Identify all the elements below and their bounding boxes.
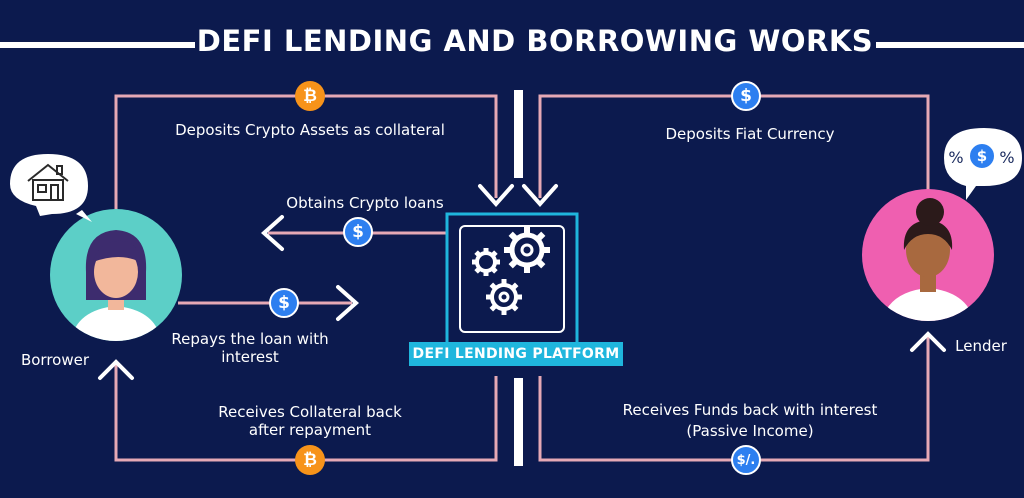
percent-icon-left: % xyxy=(948,148,964,167)
label-collateral-back-line2: after repayment xyxy=(248,421,372,439)
diagram-title: DEFI LENDING AND BORROWING WORKS xyxy=(196,24,874,58)
house-speech-bubble xyxy=(10,154,92,222)
label-obtain-loans: Obtains Crypto loans xyxy=(286,194,444,212)
label-funds-back-line1: Receives Funds back with interest xyxy=(622,401,878,419)
divider-bottom xyxy=(514,378,523,466)
dollar-coin-icon-repay: $ xyxy=(269,288,299,318)
lender-label: Lender xyxy=(955,337,1007,355)
platform-label: DEFI LENDING PLATFORM xyxy=(409,342,623,366)
arrow-up-borrower xyxy=(98,359,134,380)
label-repay-line2: interest xyxy=(221,348,279,366)
label-deposit-fiat: Deposits Fiat Currency xyxy=(665,125,835,143)
dollar-percent-coin-icon: $/. xyxy=(731,445,761,475)
bitcoin-icon-bottom: ₿ xyxy=(295,445,325,475)
percent-icon-right: % xyxy=(999,148,1015,167)
dollar-coin-icon-loans: $ xyxy=(343,217,373,247)
arrow-left-loans xyxy=(260,215,284,251)
label-funds-back-line2: (Passive Income) xyxy=(686,422,814,440)
gear-icon-large xyxy=(504,227,550,273)
arrow-up-lender xyxy=(910,331,946,352)
house-icon xyxy=(27,163,69,201)
label-collateral-back-line1: Receives Collateral back xyxy=(218,403,402,421)
lender-avatar xyxy=(862,189,994,321)
divider-top xyxy=(514,90,523,178)
title-rule-right xyxy=(876,42,1024,48)
dollar-coin-icon-fiat: $ xyxy=(731,81,761,111)
title-rule-left xyxy=(0,42,195,48)
dollar-coin-icon-bubble: $ xyxy=(968,142,996,170)
borrower-avatar xyxy=(50,209,182,341)
label-repay-line1: Repays the loan with xyxy=(171,330,329,348)
flow-deposit-fiat-line xyxy=(538,94,930,198)
gear-icon-small xyxy=(472,248,500,276)
arrow-down-left xyxy=(478,184,514,208)
borrower-label: Borrower xyxy=(20,351,90,369)
arrow-down-right xyxy=(522,184,558,208)
label-deposit-collateral: Deposits Crypto Assets as collateral xyxy=(175,121,445,139)
arrow-right-repay xyxy=(336,285,360,321)
bitcoin-icon-top: ₿ xyxy=(295,81,325,111)
gear-icon-medium xyxy=(486,279,522,315)
